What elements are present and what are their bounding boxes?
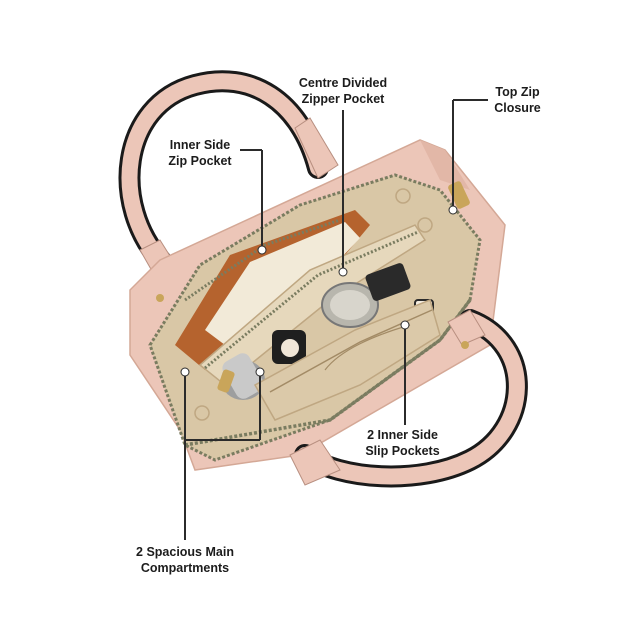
leader-lines <box>184 99 488 540</box>
label-inner-side-zip-pocket: Inner Side Zip Pocket <box>168 138 232 168</box>
label-inner-side-slip-pockets: 2 Inner Side Slip Pockets <box>365 428 440 458</box>
dot-marker-icon <box>180 205 458 377</box>
label-top-zip-closure: Top Zip Closure <box>494 85 541 115</box>
label-centre-divided-zipper-pocket: Centre Divided Zipper Pocket <box>298 76 388 106</box>
top-handle <box>118 70 339 286</box>
bottom-handle <box>289 309 528 488</box>
label-spacious-main-compartments: 2 Spacious Main Compartments <box>136 545 234 575</box>
